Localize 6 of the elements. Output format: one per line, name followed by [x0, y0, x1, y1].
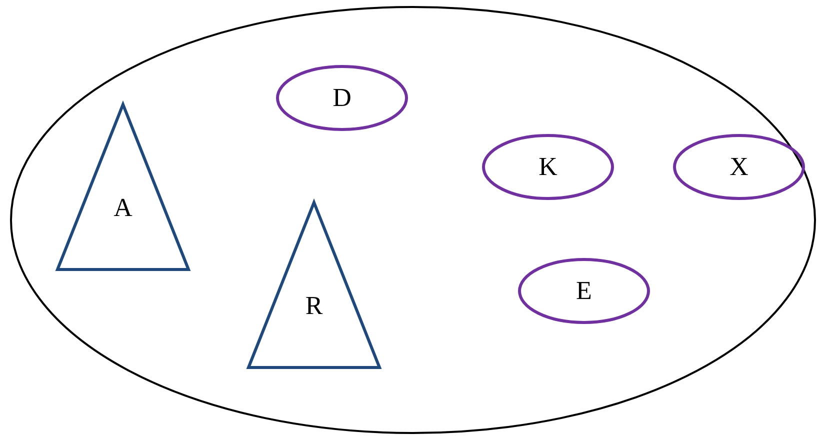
node-label: K: [538, 154, 558, 180]
node-label: R: [305, 293, 323, 319]
node-label: A: [114, 195, 132, 221]
node-label: X: [730, 154, 748, 180]
node-label: E: [576, 278, 592, 304]
node-label: D: [332, 85, 352, 111]
